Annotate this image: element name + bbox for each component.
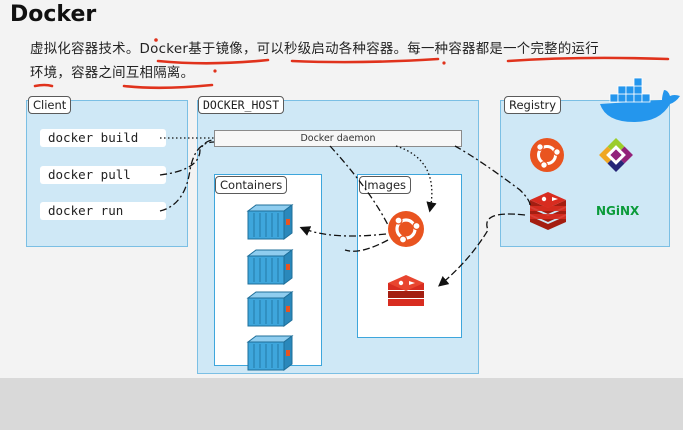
container-icon: [246, 249, 294, 285]
underline-complete-env: [506, 56, 670, 63]
description: 虚拟化容器技术。Docker基于镜像，可以秒级启动各种容器。每一种容器都是一个完…: [30, 38, 670, 86]
nginx-logo-icon: NGiNX: [596, 204, 640, 218]
run-trail: [344, 239, 389, 252]
docker-host-label: DOCKER_HOST: [198, 96, 285, 114]
docker-daemon-bar: Docker daemon: [214, 130, 462, 147]
pull-connector: [159, 139, 215, 176]
docker-whale-icon: [600, 77, 680, 122]
registry-label: Registry: [504, 96, 562, 114]
ubuntu-logo-icon: [530, 138, 564, 172]
underline-env: [33, 83, 54, 88]
containers-label: Containers: [215, 176, 288, 194]
container-icons: [246, 204, 294, 371]
connector-lines: [159, 137, 531, 287]
ubuntu-image-icon: [388, 211, 424, 247]
underline-seconds: [290, 57, 440, 64]
redis-image-icon: [388, 275, 424, 306]
registry-to-image-arrow: [438, 213, 526, 287]
docker-build-command: docker build: [40, 129, 166, 147]
run-to-container-arrow: [299, 226, 387, 237]
annotation-dot: [154, 38, 158, 42]
container-icon: [246, 335, 294, 371]
centos-logo-icon: [599, 138, 633, 172]
underline-docker-image: [156, 58, 270, 65]
docker-run-command: docker run: [40, 202, 166, 220]
build-to-image-arrow: [395, 145, 437, 213]
daemon-to-registry-line: [454, 145, 531, 206]
registry-box: [500, 100, 670, 247]
underline-isolation: [122, 83, 214, 90]
description-line-1: 虚拟化容器技术。Docker基于镜像，可以秒级启动各种容器。每一种容器都是一个完…: [30, 42, 599, 57]
nginx-text: NGiNX: [596, 204, 640, 218]
daemon-to-ubuntu-line: [329, 145, 389, 226]
run-connector: [159, 141, 215, 212]
description-line-2: 环境，容器之间互相隔离。: [30, 66, 195, 81]
bottom-area: [0, 378, 683, 430]
annotation-dot: [213, 69, 217, 73]
images-label: Images: [359, 176, 412, 194]
redis-logo-icon: [530, 192, 566, 230]
docker-pull-command: docker pull: [40, 166, 166, 184]
annotation-dot: [442, 61, 446, 65]
client-label: Client: [28, 96, 72, 114]
page-title: Docker: [10, 2, 97, 27]
container-icon: [246, 204, 294, 240]
container-icon: [246, 291, 294, 327]
